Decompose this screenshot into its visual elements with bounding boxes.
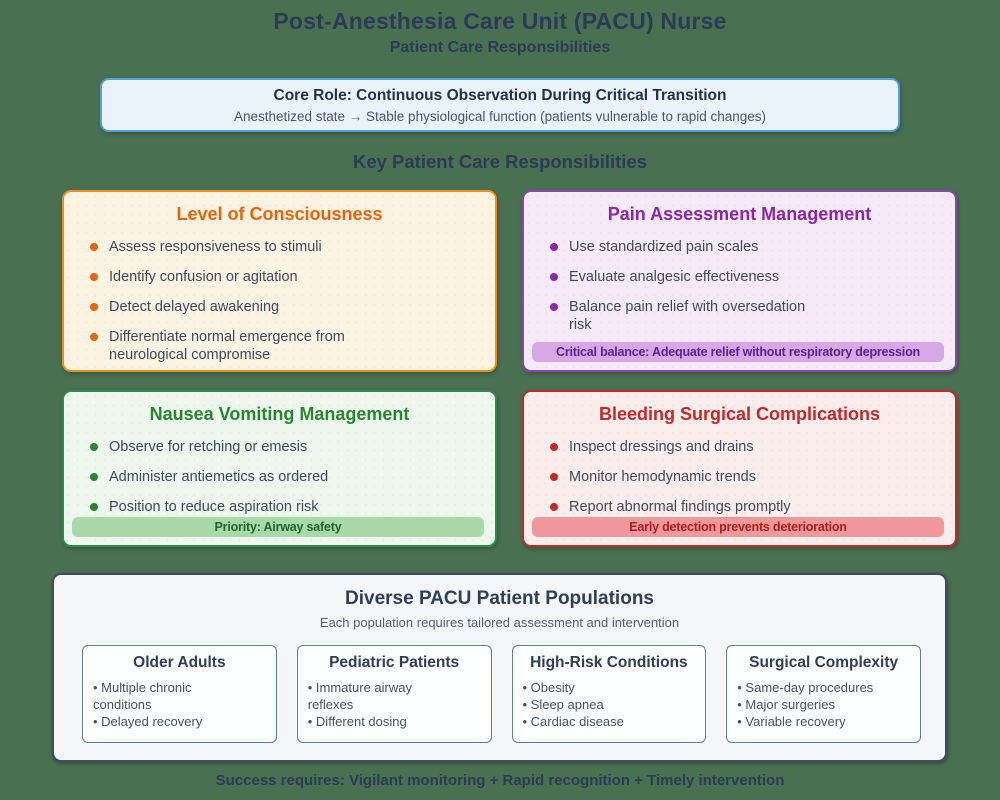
list-item: Monitor hemodynamic trends — [550, 468, 955, 486]
group-item: • Multiple chronic conditions — [93, 680, 192, 712]
bullet-dot-icon — [90, 503, 98, 511]
bullet-list: Observe for retching or emesis Administe… — [90, 438, 495, 516]
populations-title: Diverse PACU Patient Populations — [345, 588, 654, 609]
group-item: • Delayed recovery — [93, 714, 203, 729]
bullet-text: Position to reduce aspiration risk — [109, 499, 319, 515]
bullet-dot-icon — [90, 303, 98, 311]
card-title: Nausea Vomiting Management — [149, 404, 410, 424]
bullet-dot-icon — [90, 333, 98, 341]
card-nausea-vomiting-management: Nausea Vomiting Management Observe for r… — [62, 390, 497, 547]
list-item: Administer antiemetics as ordered — [90, 468, 495, 486]
group-item: • Sleep apnea — [522, 697, 604, 712]
bullet-text: Differentiate normal emergence from neur… — [109, 329, 345, 363]
card-title: Bleeding Surgical Complications — [598, 404, 881, 424]
group-item: • Different dosing — [307, 714, 407, 729]
bullet-list: Assess responsiveness to stimuli Identif… — [90, 238, 495, 364]
bullet-text: Inspect dressings and drains — [569, 439, 754, 455]
group-item: • Variable recovery — [737, 714, 846, 729]
bullet-text: Monitor hemodynamic trends — [569, 469, 756, 485]
list-item: Detect delayed awakening — [90, 298, 495, 316]
card-pain-assessment-management: Pain Assessment Management Use standardi… — [522, 190, 957, 372]
bullet-list: Inspect dressings and drains Monitor hem… — [550, 438, 955, 516]
list-item: Assess responsiveness to stimuli — [90, 238, 495, 256]
list-item: Balance pain relief with oversedation ri… — [550, 298, 955, 334]
footer-success-line: Success requires: Vigilant monitoring + … — [215, 772, 785, 789]
bullet-dot-icon — [90, 243, 98, 251]
group-card-pediatric-patients: Pediatric Patients • Immature airway ref… — [296, 645, 492, 743]
group-card-surgical-complexity: Surgical Complexity • Same-day procedure… — [726, 645, 921, 743]
group-card-older-adults: Older Adults • Multiple chronic conditio… — [82, 645, 277, 743]
group-title: Pediatric Patients — [329, 654, 460, 671]
group-title: High-Risk Conditions — [530, 654, 688, 671]
group-card-high-risk-conditions: High-Risk Conditions • Obesity • Sleep a… — [511, 645, 707, 743]
bullet-text: Report abnormal findings promptly — [569, 499, 791, 515]
card-title: Level of Consciousness — [176, 204, 383, 224]
bullet-text: Assess responsiveness to stimuli — [109, 239, 322, 255]
bullet-list: Use standardized pain scales Evaluate an… — [550, 238, 955, 334]
list-item: Report abnormal findings promptly — [550, 498, 955, 516]
note-pill: Critical balance: Adequate relief withou… — [532, 342, 944, 362]
bullet-dot-icon — [90, 473, 98, 481]
bullet-text: Identify confusion or agitation — [109, 269, 298, 285]
card-level-of-consciousness: Level of Consciousness Assess responsive… — [62, 190, 497, 372]
list-item: Use standardized pain scales — [550, 238, 955, 256]
page-subtitle: Patient Care Responsibilities — [389, 39, 611, 56]
page-title: Post-Anesthesia Care Unit (PACU) Nurse — [273, 8, 727, 34]
card-bleeding-surgical-complications: Bleeding Surgical Complications Inspect … — [522, 390, 957, 547]
section-heading: Key Patient Care Responsibilities — [352, 151, 648, 172]
populations-groups: Older Adults • Multiple chronic conditio… — [82, 645, 921, 743]
bullet-text: Administer antiemetics as ordered — [109, 469, 329, 485]
group-title: Surgical Complexity — [749, 654, 899, 671]
bullet-dot-icon — [550, 303, 558, 311]
card-title: Pain Assessment Management — [607, 204, 872, 224]
bullet-text: Detect delayed awakening — [109, 299, 280, 315]
group-item: • Major surgeries — [737, 697, 835, 712]
list-item: Observe for retching or emesis — [90, 438, 495, 456]
core-role-subtitle: Anesthetized state → Stable physiologica… — [233, 109, 767, 124]
populations-subtitle: Each population requires tailored assess… — [319, 615, 680, 630]
bullet-dot-icon — [550, 473, 558, 481]
list-item: Identify confusion or agitation — [90, 268, 495, 286]
bullet-dot-icon — [550, 243, 558, 251]
bullet-text: Evaluate analgesic effectiveness — [569, 269, 780, 285]
note-pill: Early detection prevents deterioration — [532, 517, 944, 537]
bullet-dot-icon — [550, 273, 558, 281]
bullet-text: Observe for retching or emesis — [109, 439, 308, 455]
list-item: Inspect dressings and drains — [550, 438, 955, 456]
list-item: Differentiate normal emergence from neur… — [90, 328, 495, 364]
core-role-title: Core Role: Continuous Observation During… — [273, 87, 727, 104]
group-title: Older Adults — [133, 654, 226, 671]
bullet-dot-icon — [550, 503, 558, 511]
bullet-dot-icon — [550, 443, 558, 451]
list-item: Evaluate analgesic effectiveness — [550, 268, 955, 286]
group-item: • Cardiac disease — [522, 714, 624, 729]
populations-panel: Diverse PACU Patient Populations Each po… — [52, 573, 947, 762]
group-item: • Immature airway reflexes — [307, 680, 412, 712]
core-role-banner: Core Role: Continuous Observation During… — [100, 78, 900, 132]
note-pill: Priority: Airway safety — [72, 517, 484, 537]
group-item: • Same-day procedures — [737, 680, 874, 695]
bullet-text: Use standardized pain scales — [569, 239, 759, 255]
bullet-text: Balance pain relief with oversedation ri… — [569, 299, 806, 333]
group-item: • Obesity — [522, 680, 575, 695]
bullet-dot-icon — [90, 443, 98, 451]
list-item: Position to reduce aspiration risk — [90, 498, 495, 516]
bullet-dot-icon — [90, 273, 98, 281]
